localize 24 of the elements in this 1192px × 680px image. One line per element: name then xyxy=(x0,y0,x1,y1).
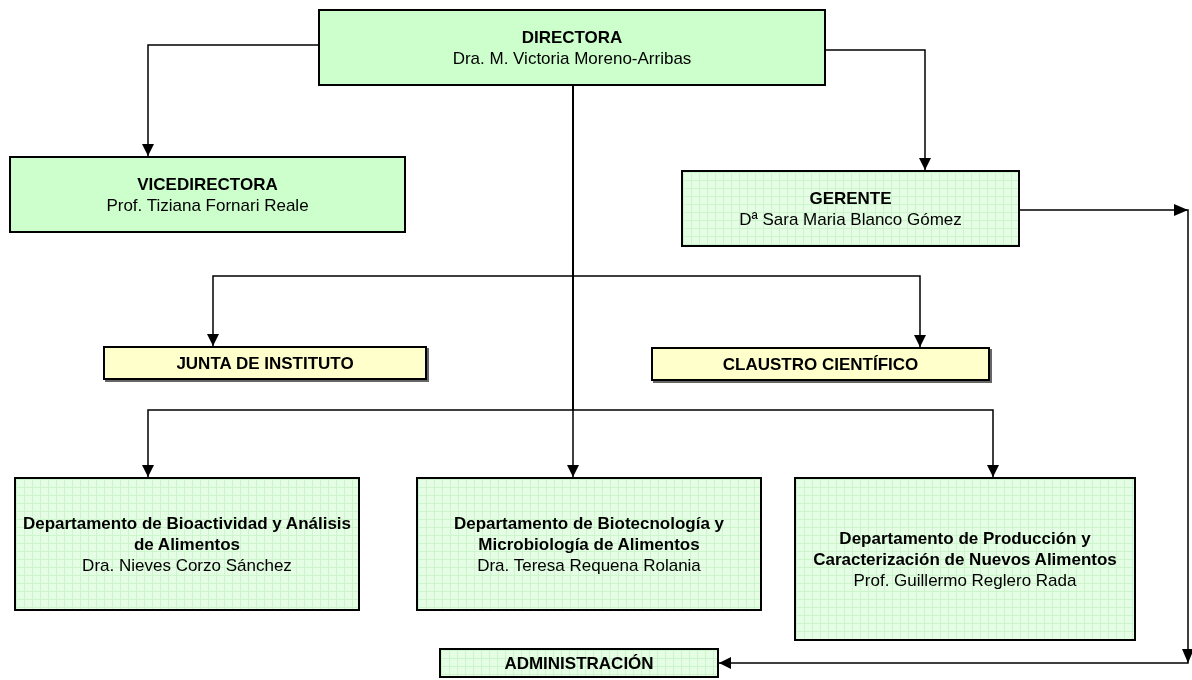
org-box xyxy=(318,9,826,86)
org-box xyxy=(103,346,427,380)
box-title: ADMINISTRACIÓN xyxy=(504,652,654,674)
org-box xyxy=(439,648,719,678)
org-box xyxy=(9,156,406,233)
org-box xyxy=(14,477,360,611)
person-name: Dra. Teresa Requena Rolania xyxy=(477,554,701,576)
box-title: Departamento de Producción y Caracterización de Nuevos Alimentos xyxy=(812,527,1118,570)
box-title: Departamento de Bioactividad y Análisis de Alimentos xyxy=(21,512,353,555)
person-name: Prof. Guillermo Reglero Rada xyxy=(853,569,1077,591)
box-title: CLAUSTRO CIENTÍFICO xyxy=(722,353,919,375)
org-box xyxy=(416,477,762,611)
org-box xyxy=(651,347,990,381)
box-title: GERENTE xyxy=(809,187,892,209)
org-box xyxy=(681,170,1020,247)
box-title: DIRECTORA xyxy=(521,26,623,48)
person-name: Dra. M. Victoria Moreno-Arribas xyxy=(452,47,692,69)
person-name: Dª Sara Maria Blanco Gómez xyxy=(739,208,962,230)
box-title: VICEDIRECTORA xyxy=(137,173,278,195)
box-title: Departamento de Biotecnología y Microbiología de Alimentos xyxy=(452,512,726,555)
box-title: JUNTA DE INSTITUTO xyxy=(176,352,354,374)
person-name: Prof. Tiziana Fornari Reale xyxy=(106,194,309,216)
org-box xyxy=(794,477,1136,641)
person-name: Dra. Nieves Corzo Sánchez xyxy=(82,554,292,576)
